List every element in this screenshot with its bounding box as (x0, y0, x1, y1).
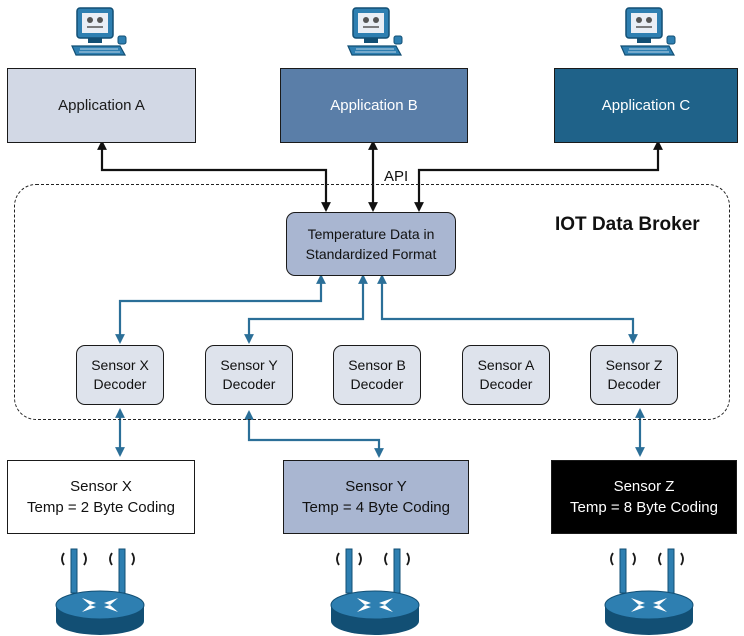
application-a-box: Application A (7, 68, 196, 143)
decoder-line-1: Sensor X (91, 357, 149, 373)
wireless-router-icon (55, 548, 145, 635)
arrow-decoder-y-to-sensor-y (244, 410, 384, 458)
decoder-line-1: Sensor Y (220, 357, 278, 373)
decoder-line-2: Decoder (607, 376, 661, 392)
application-c-label: Application C (601, 97, 691, 114)
decoder-sensor-b: Sensor B Decoder (333, 345, 421, 405)
sensor-z-box: Sensor Z Temp = 8 Byte Coding (551, 460, 737, 534)
decoder-line-1: Sensor B (348, 357, 406, 373)
core-line-1: Temperature Data in (307, 226, 435, 242)
decoder-line-2: Decoder (222, 376, 276, 392)
sensor-x-box: Sensor X Temp = 2 Byte Coding (7, 460, 195, 534)
decoder-sensor-a: Sensor A Decoder (462, 345, 550, 405)
decoder-sensor-y: Sensor Y Decoder (205, 345, 293, 405)
sensor-coding: Temp = 8 Byte Coding (569, 499, 718, 516)
computer-icon (71, 7, 127, 56)
arrow-app-c-to-core (414, 140, 663, 212)
wireless-router-icon (330, 548, 420, 635)
broker-title: IOT Data Broker (555, 214, 700, 235)
wireless-router-icon (604, 548, 694, 635)
sensor-y-box: Sensor Y Temp = 4 Byte Coding (283, 460, 469, 534)
sensor-name: Sensor Y (345, 478, 407, 495)
application-a-label: Application A (58, 97, 145, 114)
decoder-line-2: Decoder (479, 376, 533, 392)
arrow-core-to-decoder-y (244, 274, 368, 344)
iot-data-broker-container (14, 184, 730, 420)
computer-icon (347, 7, 403, 56)
decoder-line-1: Sensor A (477, 357, 535, 373)
decoder-sensor-x: Sensor X Decoder (76, 345, 164, 405)
decoder-sensor-z: Sensor Z Decoder (590, 345, 678, 405)
application-c-box: Application C (554, 68, 738, 143)
arrow-core-to-decoder-z (377, 274, 638, 344)
decoder-line-2: Decoder (93, 376, 147, 392)
standardized-data-box: Temperature Data in Standardized Format (286, 212, 456, 276)
api-label: API (383, 168, 410, 185)
decoder-line-2: Decoder (350, 376, 404, 392)
arrow-app-a-to-core (97, 140, 331, 212)
sensor-coding: Temp = 2 Byte Coding (26, 499, 175, 516)
decoder-line-1: Sensor Z (605, 357, 663, 373)
computer-icon (620, 7, 676, 56)
core-line-2: Standardized Format (305, 246, 437, 262)
application-b-box: Application B (280, 68, 468, 143)
sensor-name: Sensor Z (613, 478, 675, 495)
sensor-coding: Temp = 4 Byte Coding (301, 499, 450, 516)
application-b-label: Application B (330, 97, 418, 114)
sensor-name: Sensor X (70, 478, 132, 495)
